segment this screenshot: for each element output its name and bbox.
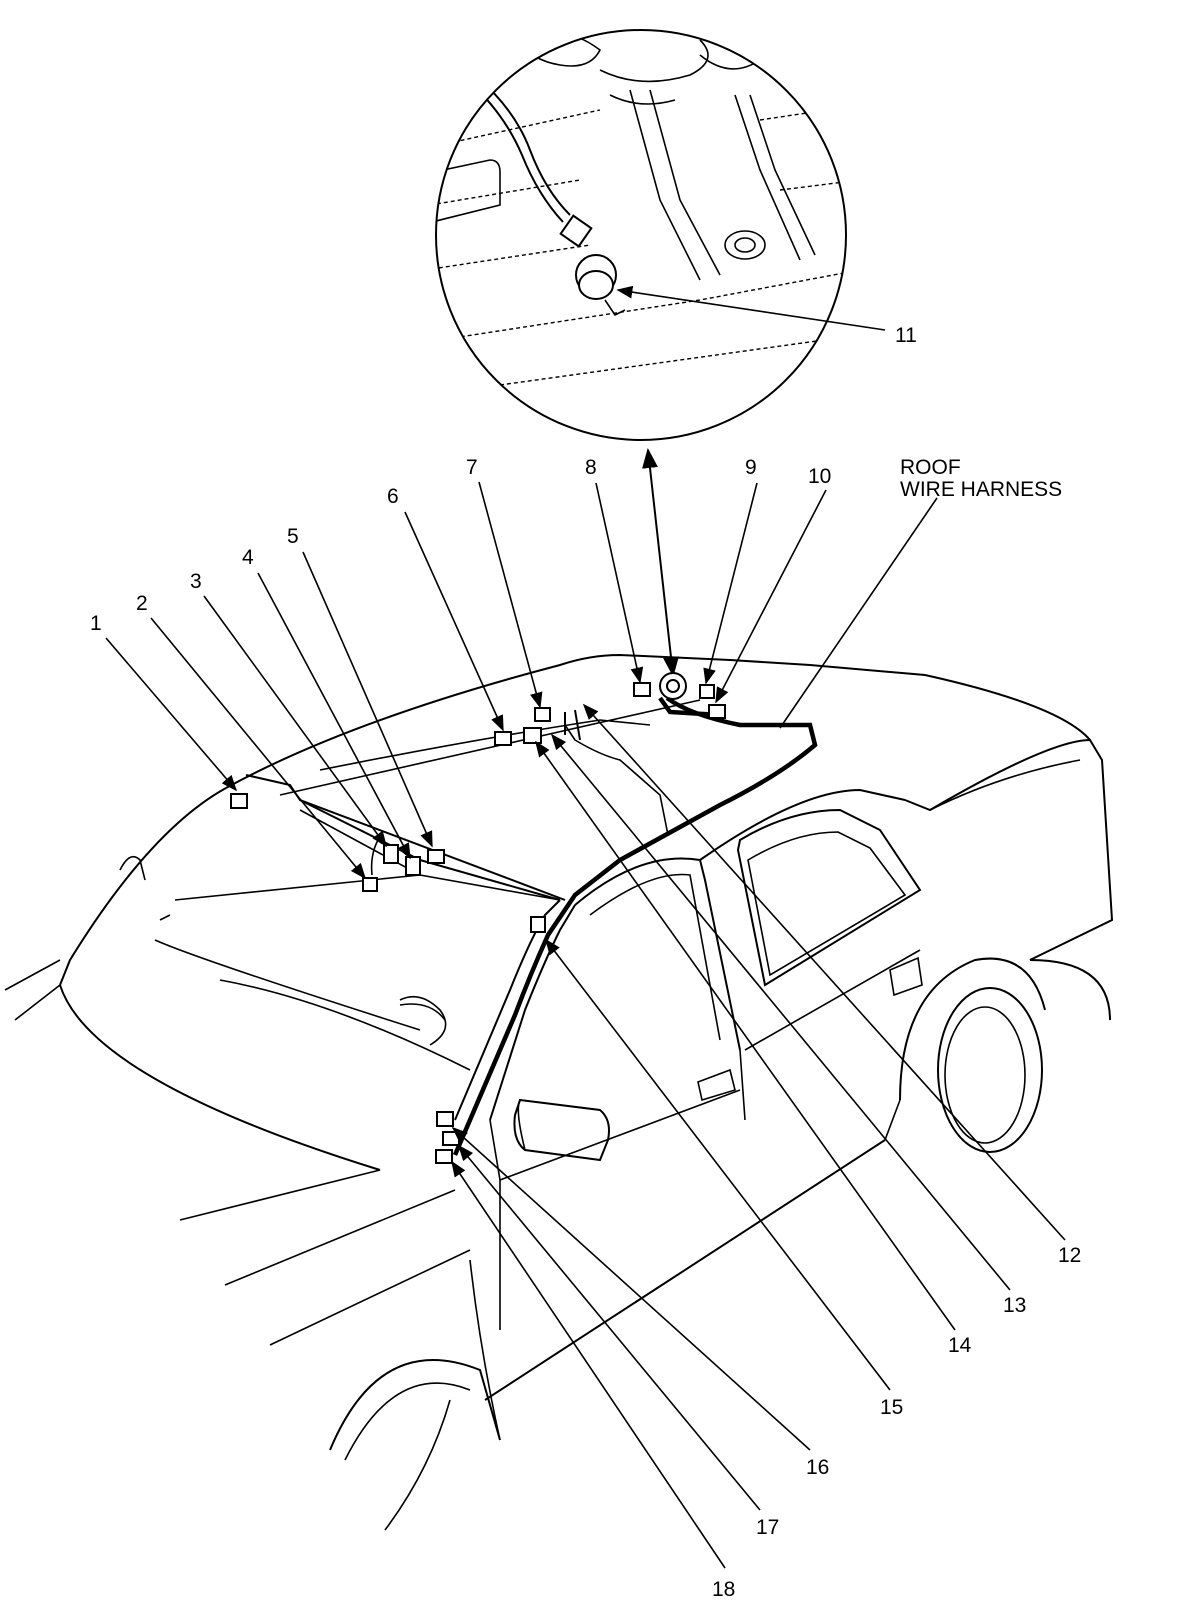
connector-1: [230, 793, 248, 809]
leader-18: [451, 1160, 726, 1569]
leader-1: [105, 637, 238, 792]
connector-16: [436, 1111, 454, 1127]
callout-5: 5: [287, 525, 299, 548]
callout-12: 12: [1058, 1244, 1081, 1267]
callout-2: 2: [136, 592, 148, 615]
callout-9: 9: [745, 456, 757, 479]
leader-6: [404, 511, 504, 732]
callout-13: 13: [1003, 1294, 1026, 1317]
callout-17: 17: [756, 1516, 779, 1539]
connector-17: [442, 1131, 460, 1146]
callout-11: 11: [895, 324, 917, 347]
callout-3: 3: [190, 570, 202, 593]
connector-3: [383, 844, 399, 864]
leader-4: [257, 572, 411, 860]
connector-2: [362, 877, 378, 892]
leader-14: [535, 740, 956, 1331]
connector-13-14: [523, 727, 542, 744]
connector-6: [494, 731, 512, 746]
leader-9: [703, 482, 758, 685]
connector-10: [708, 704, 726, 719]
callout-18: 18: [712, 1578, 735, 1601]
callout-10: 10: [808, 465, 831, 488]
connector-9: [699, 684, 715, 699]
callout-14: 14: [948, 1334, 972, 1357]
callout-16: 16: [806, 1456, 829, 1479]
vehicle-outline: [4, 653, 1114, 1531]
callout-6: 6: [387, 485, 399, 508]
leader-10: [715, 489, 827, 704]
callout-8: 8: [585, 456, 597, 479]
callout-4: 4: [242, 546, 254, 569]
connector-5: [427, 849, 445, 864]
harness-label-line2: WIRE HARNESS: [900, 478, 1062, 501]
detail-circle-outline: [435, 29, 847, 441]
leader-5: [302, 551, 433, 848]
connector-7: [534, 707, 551, 722]
leader-harness: [779, 497, 938, 729]
leader-8: [595, 482, 644, 684]
leader-15: [545, 938, 891, 1391]
harness-label-line1: ROOF: [900, 456, 961, 479]
detail-link-arrow: [642, 448, 679, 677]
connector-15: [530, 916, 546, 933]
leader-lines: [105, 481, 1066, 1569]
callout-labels: 1 2 3 4 5 6 7 8 9 10 11 12 13 14 15 16 1…: [90, 324, 1081, 1601]
connector-8: [633, 682, 651, 697]
harness-clip-12: [564, 709, 581, 741]
leader-7: [478, 481, 543, 709]
leader-17: [457, 1144, 761, 1511]
leader-2: [150, 617, 367, 880]
connectors: [230, 672, 726, 1164]
leader-13: [550, 733, 1011, 1291]
leader-11: [616, 285, 886, 331]
callout-7: 7: [466, 456, 478, 479]
leader-16: [451, 1126, 811, 1451]
connector-18: [435, 1149, 453, 1164]
callout-1: 1: [90, 612, 102, 635]
connector-4: [405, 856, 421, 876]
detail-inset: [435, 29, 886, 441]
leader-12: [582, 703, 1066, 1241]
callout-15: 15: [880, 1396, 903, 1419]
leader-3: [203, 595, 387, 848]
